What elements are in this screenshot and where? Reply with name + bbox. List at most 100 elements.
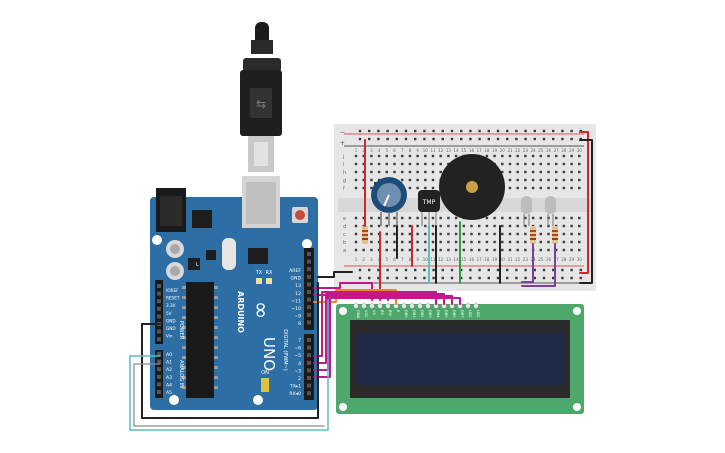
- breadboard-hole: [401, 224, 404, 228]
- header-pin: [307, 252, 311, 256]
- rail-hole: [386, 129, 389, 133]
- rail-hole: [478, 276, 481, 280]
- column-number: 29: [569, 257, 575, 262]
- breadboard-hole: [370, 178, 373, 182]
- piezo-buzzer: [439, 154, 505, 220]
- header-pin: [157, 284, 161, 288]
- column-number: 17: [477, 257, 483, 262]
- column-number: 5: [386, 148, 389, 153]
- column-number: 6: [393, 148, 396, 153]
- column-number: 6: [393, 257, 396, 262]
- rail-hole: [414, 129, 417, 133]
- breadboard-hole: [431, 240, 435, 244]
- header-pin: [307, 297, 311, 302]
- rail-hole: [386, 276, 389, 280]
- arduino-model: UNO: [260, 337, 278, 371]
- rail-hole: [552, 276, 555, 280]
- rail-hole: [496, 137, 500, 141]
- rail-hole: [432, 129, 435, 133]
- breadboard-hole: [485, 154, 489, 158]
- breadboard-hole: [401, 170, 404, 174]
- breadboard-hole: [516, 216, 519, 220]
- breadboard-hole: [439, 232, 442, 236]
- breadboard-hole: [408, 224, 412, 228]
- breadboard-hole: [493, 224, 496, 228]
- breadboard-hole: [424, 232, 427, 236]
- header-pin: [307, 376, 311, 380]
- breadboard-hole: [408, 248, 412, 252]
- breadboard-hole: [493, 248, 496, 252]
- rail-hole: [524, 129, 527, 133]
- column-number: 13: [446, 148, 452, 153]
- breadboard-hole: [562, 224, 566, 228]
- rail-hole: [506, 276, 509, 280]
- rail-hole: [487, 137, 490, 141]
- breadboard-hole: [493, 154, 496, 158]
- column-number: 11: [430, 257, 436, 262]
- breadboard-hole: [470, 240, 473, 244]
- rail-hole: [395, 268, 398, 272]
- column-number: 8: [409, 257, 412, 262]
- digital-pin-label: 12: [295, 291, 301, 297]
- column-number: 24: [531, 148, 537, 153]
- breadboard-hole: [555, 162, 558, 166]
- rail-hole: [469, 129, 472, 133]
- breadboard-hole: [401, 232, 404, 236]
- breadboard-hole: [570, 154, 573, 158]
- lcd-pin-label: LED: [476, 310, 480, 317]
- wire-magenta-6: [313, 297, 461, 378]
- rail-hole: [358, 276, 362, 280]
- breadboard-hole: [508, 240, 512, 244]
- lcd-pin-label: GND: [356, 310, 360, 318]
- on-label: ON: [261, 370, 269, 376]
- breadboard-hole: [393, 154, 396, 158]
- rail-hole: [460, 137, 463, 141]
- breadboard-hole: [416, 248, 419, 252]
- breadboard-hole: [485, 232, 489, 236]
- column-number: 5: [386, 257, 389, 262]
- breadboard-hole: [416, 224, 419, 228]
- wire-magenta-1: [313, 282, 373, 301]
- breadboard-hole: [539, 224, 542, 228]
- breadboard-hole: [447, 232, 450, 236]
- digital-header-bottom: [304, 334, 314, 400]
- breadboard-hole: [531, 154, 535, 158]
- rail-hole: [404, 268, 408, 272]
- breadboard-hole: [462, 224, 465, 228]
- rail-hole: [358, 129, 362, 133]
- breadboard-hole: [424, 248, 427, 252]
- header-pin: [157, 291, 161, 296]
- breadboard-hole: [431, 162, 435, 166]
- rail-hole: [423, 137, 426, 141]
- rail-hole: [478, 129, 481, 133]
- column-number: 23: [523, 257, 529, 262]
- column-number: 9: [416, 148, 419, 153]
- rail-hole: [377, 276, 380, 280]
- column-number: 14: [454, 257, 460, 262]
- column-number: 21: [507, 148, 513, 153]
- breadboard-hole: [439, 240, 442, 244]
- digital-header-top: [304, 248, 314, 330]
- breadboard-hole: [439, 248, 442, 252]
- rail-hole: [414, 276, 417, 280]
- power-pin-label: RESET: [166, 296, 180, 301]
- breadboard-hole: [562, 170, 566, 174]
- rail-hole: [524, 276, 527, 280]
- rail-hole: [478, 137, 481, 141]
- analog-group-label: ANALOG IN: [178, 360, 184, 388]
- rail-hole: [570, 137, 573, 141]
- digital-pin-label: ~3: [294, 368, 301, 374]
- breadboard-hole: [370, 248, 373, 252]
- rail-hole: [377, 129, 380, 133]
- breadboard-hole: [393, 224, 396, 228]
- breadboard-hole: [370, 216, 373, 220]
- power-pin-label: GND: [166, 318, 176, 323]
- breadboard-hole: [362, 178, 365, 182]
- rail-hole: [542, 276, 546, 280]
- rail-hole: [561, 129, 564, 133]
- lcd-pin: [369, 303, 375, 309]
- resistor-1: [362, 226, 368, 244]
- breadboard-hole: [524, 154, 527, 158]
- column-number: 19: [492, 257, 498, 262]
- rail-hole: [423, 129, 426, 133]
